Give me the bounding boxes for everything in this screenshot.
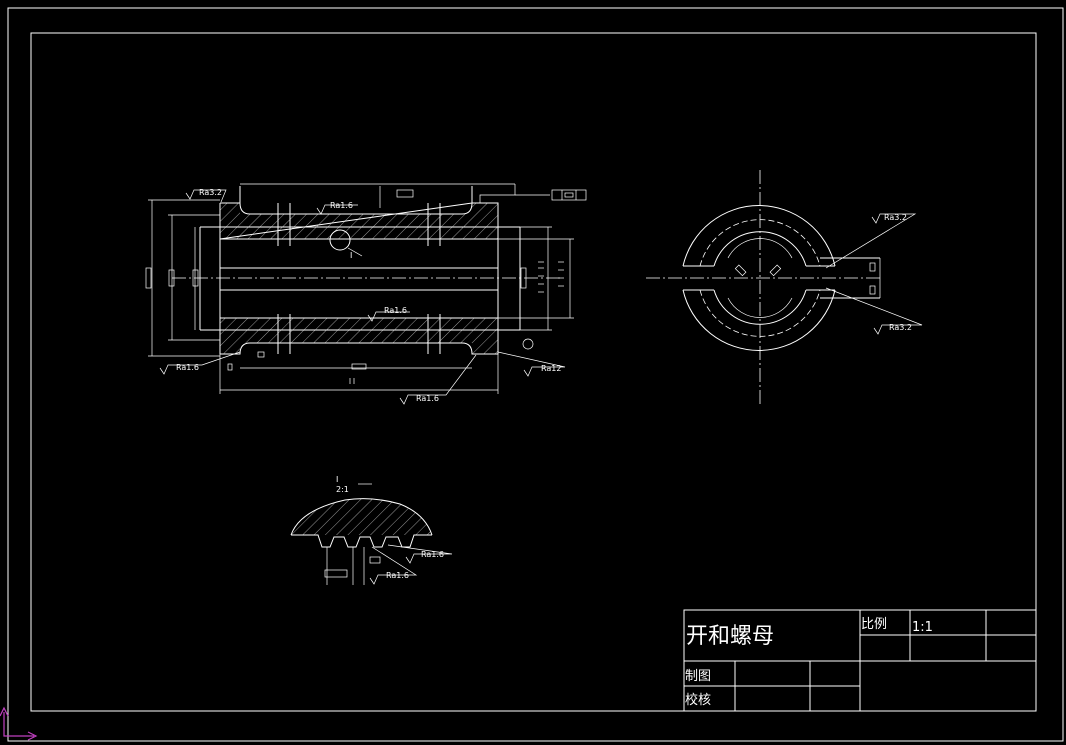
roughness-side-top: Ra3.2 xyxy=(825,213,917,269)
checked-by-label: 校核 xyxy=(685,692,711,708)
front-view: I xyxy=(145,183,587,405)
svg-text:Ra12: Ra12 xyxy=(541,364,561,373)
roughness-front-top-mid: Ra1.6 xyxy=(316,201,358,215)
detail-circle-i xyxy=(329,229,351,251)
scale-value: 1:1 xyxy=(912,620,933,635)
title-block: 开和螺母 比例 1:1 制图 校核 xyxy=(683,609,1037,712)
svg-text:Ra1.6: Ra1.6 xyxy=(416,394,439,403)
svg-text:Ra1.6: Ra1.6 xyxy=(421,550,444,559)
detail-view-i: I 2:1 Ra1.6 Ra1.6 xyxy=(290,475,453,585)
roughness-detail-b: Ra1.6 xyxy=(369,546,418,585)
scale-label: 比例 xyxy=(861,617,887,632)
roughness-front-bottom-left: Ra1.6 xyxy=(159,351,241,375)
roughness-front-bottom-mid: Ra1.6 xyxy=(399,354,477,405)
svg-text:Ra1.6: Ra1.6 xyxy=(386,571,409,580)
drawn-by-label: 制图 xyxy=(685,669,711,684)
roughness-front-bottom-right: Ra12 xyxy=(497,351,566,377)
svg-text:Ra1.6: Ra1.6 xyxy=(176,363,199,372)
svg-text:2:1: 2:1 xyxy=(336,485,349,494)
roughness-detail-a: Ra1.6 xyxy=(387,544,453,564)
detail-hatch xyxy=(291,498,432,535)
drawing-frame xyxy=(30,32,1037,712)
sheet-outer-border xyxy=(7,7,1064,742)
svg-text:Ra3.2: Ra3.2 xyxy=(199,188,222,197)
part-name: 开和螺母 xyxy=(686,624,774,649)
svg-text:Ra1.6: Ra1.6 xyxy=(330,201,353,210)
side-view: Ra3.2 Ra3.2 xyxy=(646,170,923,404)
roughness-front-top-left: Ra3.2 xyxy=(185,188,227,203)
svg-text:Ra3.2: Ra3.2 xyxy=(884,213,907,222)
svg-text:Ra1.6: Ra1.6 xyxy=(384,306,407,315)
svg-text:Ra3.2: Ra3.2 xyxy=(889,323,912,332)
svg-text:I: I xyxy=(336,475,338,484)
roughness-side-bottom: Ra3.2 xyxy=(825,287,923,335)
roughness-front-inner: Ra1.6 xyxy=(367,306,410,322)
ucs-icon xyxy=(0,706,38,741)
section-mark-label: I xyxy=(350,251,352,260)
